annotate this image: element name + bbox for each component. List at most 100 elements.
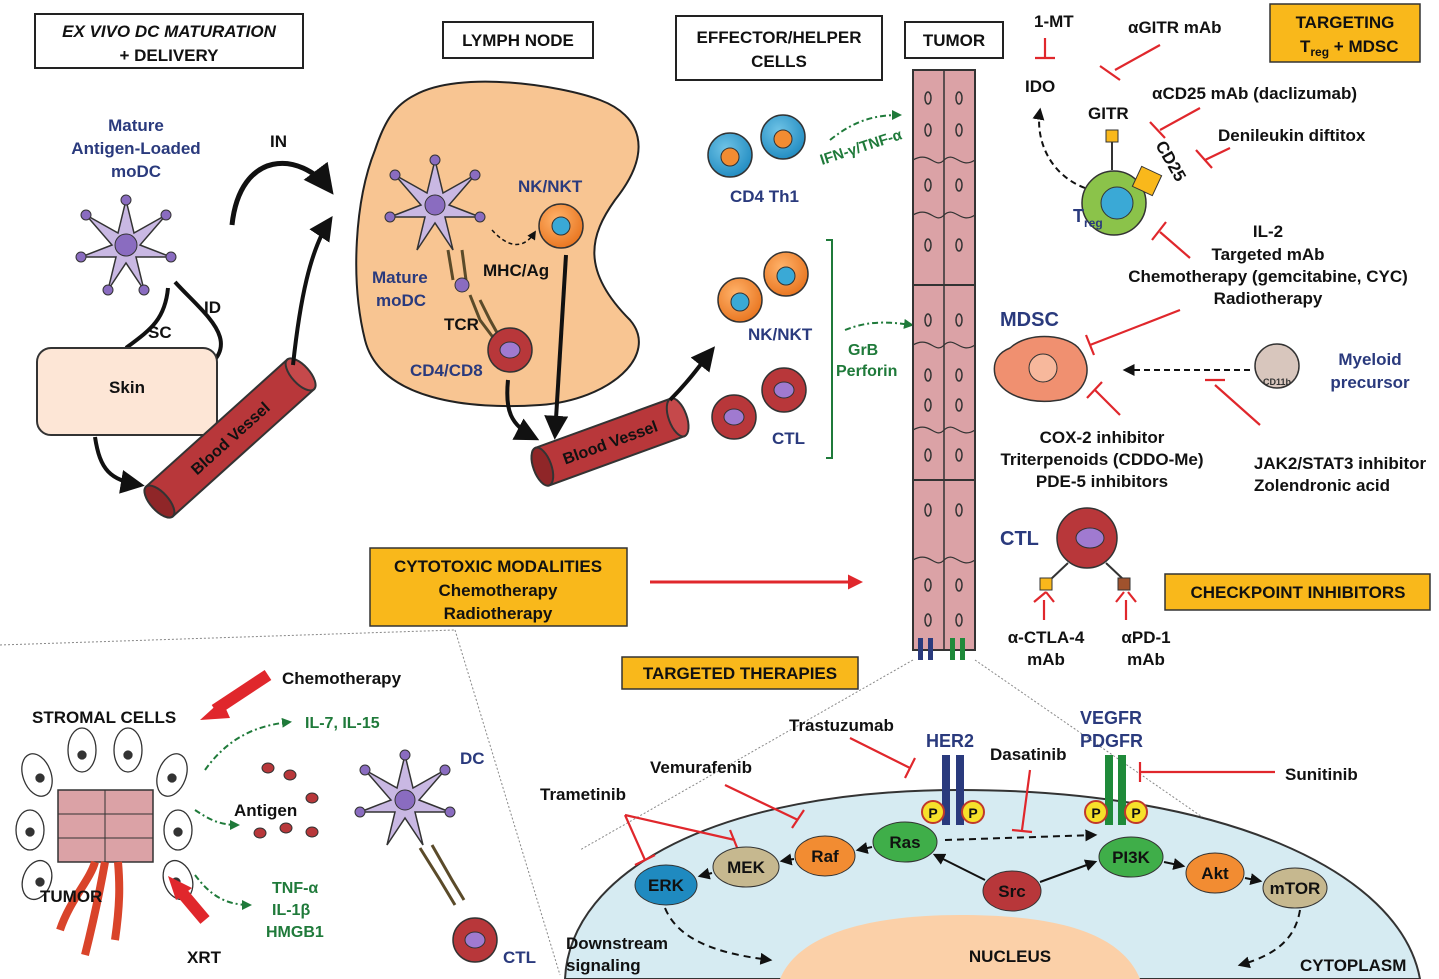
- signaling-section: TARGETED THERAPIES NUCLEUS CYTOPLASM Tra…: [540, 656, 1422, 979]
- exvivo-title-line1: EX VIVO DC MATURATION: [62, 22, 276, 41]
- bl-tumor-label: TUMOR: [40, 887, 102, 906]
- raf-label: Raf: [811, 847, 839, 866]
- tumor-title: TUMOR: [923, 31, 985, 50]
- lymph-node-section: LYMPH NODE NK/NKT MHC/Ag Mature moDC TCR…: [355, 21, 715, 487]
- svg-text:P: P: [968, 805, 977, 821]
- skin-label: Skin: [109, 378, 145, 397]
- eff-nk-label: NK/NKT: [748, 325, 813, 344]
- bl-chemotherapy-label: Chemotherapy: [282, 669, 402, 688]
- bl-ctl-label: CTL: [503, 948, 536, 967]
- myeloid-precursor-cell: [1254, 343, 1300, 389]
- sc-label: SC: [148, 323, 172, 342]
- checkpoint-section: CTL α-CTLA-4 mAb αPD-1 mAb CHECKPOINT IN…: [1000, 507, 1431, 669]
- hmgb1-label: HMGB1: [266, 924, 324, 941]
- targeted-mab-label: Targeted mAb: [1211, 245, 1324, 264]
- mhc-ag-label: MHC/Ag: [483, 261, 549, 280]
- mdsc-label: MDSC: [1000, 309, 1059, 331]
- cox2-label: COX-2 inhibitor: [1040, 428, 1165, 447]
- lymph-node-title-box: [442, 21, 594, 59]
- ifn-label: IFN-γ/TNF-α: [818, 126, 905, 169]
- mtor-node: [1262, 867, 1328, 909]
- downstream-label-2: signaling: [566, 956, 641, 975]
- ctla4-label-2: mAb: [1027, 650, 1065, 669]
- stromal-cells: [15, 727, 194, 901]
- mek-label: MEK: [727, 858, 766, 877]
- svg-text:P: P: [1091, 805, 1100, 821]
- vemurafenib-label: Vemurafenib: [650, 758, 752, 777]
- bl-dendritic-cell-icon: [354, 749, 456, 846]
- cd11b-label: CD11b: [1263, 377, 1292, 387]
- phospho-sites: P P P P: [921, 800, 1148, 824]
- dasatinib-label: Dasatinib: [990, 745, 1067, 764]
- bl-dc-label: DC: [460, 749, 485, 768]
- svg-text:P: P: [1131, 805, 1140, 821]
- her2-label: HER2: [926, 731, 974, 751]
- in-label: IN: [270, 132, 287, 151]
- exvivo-title-box: [34, 13, 304, 69]
- cytotoxic-section: CYTOTOXIC MODALITIES Chemotherapy Radiot…: [0, 547, 863, 976]
- antigen-label: Antigen: [234, 801, 297, 820]
- eff-ctl-label: CTL: [772, 429, 805, 448]
- agitr-label: αGITR mAb: [1128, 18, 1222, 37]
- blood-vessel-1: Blood Vessel: [143, 357, 317, 519]
- radio-label: Radiotherapy: [1214, 289, 1323, 308]
- modc-label-2: Antigen-Loaded: [71, 139, 200, 158]
- cytotoxic-title-2: Chemotherapy: [438, 581, 558, 600]
- ido-label: IDO: [1025, 77, 1055, 96]
- dendritic-cell-icon: [75, 194, 177, 296]
- effector-title-2: CELLS: [751, 52, 807, 71]
- vegfr-label: VEGFR: [1080, 708, 1142, 728]
- pde5-label: PDE-5 inhibitors: [1036, 472, 1168, 491]
- il1b-label: IL-1β: [272, 902, 310, 919]
- chemo-label: Chemotherapy (gemcitabine, CYC): [1128, 267, 1408, 286]
- il7-label: IL-7, IL-15: [305, 715, 380, 732]
- perforin-label: Perforin: [836, 363, 897, 380]
- tumor-title-box: [904, 21, 1004, 59]
- downstream-label-1: Downstream: [566, 934, 668, 953]
- lymph-node-shape: [355, 80, 640, 408]
- il2-label: IL-2: [1253, 222, 1283, 241]
- pi3k-label: PI3K: [1112, 848, 1151, 867]
- mtor-label: mTOR: [1270, 879, 1321, 898]
- exvivo-section: EX VIVO DC MATURATION + DELIVERY Mature …: [34, 13, 334, 519]
- pdgfr-label: PDGFR: [1080, 731, 1143, 751]
- akt-node: [1185, 852, 1245, 894]
- effector-title-1: EFFECTOR/HELPER: [697, 28, 862, 47]
- jak-label: JAK2/STAT3 inhibitor: [1254, 454, 1427, 473]
- cd4-cd8-label: CD4/CD8: [410, 361, 483, 380]
- checkpoint-ctl-label: CTL: [1000, 528, 1039, 550]
- cytotoxic-title-1: CYTOTOXIC MODALITIES: [394, 557, 602, 576]
- trastuzumab-label: Trastuzumab: [789, 716, 894, 735]
- cd4-th1-label: CD4 Th1: [730, 187, 799, 206]
- nucleus-label: NUCLEUS: [969, 947, 1051, 966]
- ctla4-label-1: α-CTLA-4: [1008, 628, 1085, 647]
- antigen-particles: [253, 762, 319, 839]
- sunitinib-label: Sunitinib: [1285, 765, 1358, 784]
- cytotoxic-title-box: [369, 547, 628, 627]
- effector-section: EFFECTOR/HELPER CELLS CD4 Th1 IFN-γ/TNF-…: [675, 15, 914, 459]
- xrt-label: XRT: [187, 948, 222, 967]
- triterp-label: Triterpenoids (CDDO-Me): [1000, 450, 1203, 469]
- src-label: Src: [998, 882, 1025, 901]
- ln-mature-label: Mature: [372, 268, 428, 287]
- zol-label: Zolendronic acid: [1254, 476, 1390, 495]
- tumor-section: TUMOR: [579, 21, 1251, 851]
- svg-text:P: P: [928, 805, 937, 821]
- blood-vessel-2: Blood Vessel: [530, 397, 690, 487]
- targeted-title: TARGETED THERAPIES: [643, 664, 837, 683]
- mek-node: [712, 846, 780, 888]
- tnf-label: TNF-α: [272, 880, 318, 897]
- targeting-title-1: TARGETING: [1296, 13, 1395, 32]
- trametinib-label: Trametinib: [540, 785, 626, 804]
- modc-label-1: Mature: [108, 116, 164, 135]
- erk-label: ERK: [648, 876, 685, 895]
- denileukin-label: Denileukin diftitox: [1218, 126, 1366, 145]
- ln-nk-label: NK/NKT: [518, 177, 583, 196]
- checkpoint-title: CHECKPOINT INHIBITORS: [1190, 583, 1405, 602]
- stromal-label: STROMAL CELLS: [32, 708, 176, 727]
- pd1-label-2: mAb: [1127, 650, 1165, 669]
- targeting-title-2: Treg + MDSC: [1300, 37, 1399, 59]
- raf-node: [794, 835, 856, 877]
- id-label: ID: [204, 298, 221, 317]
